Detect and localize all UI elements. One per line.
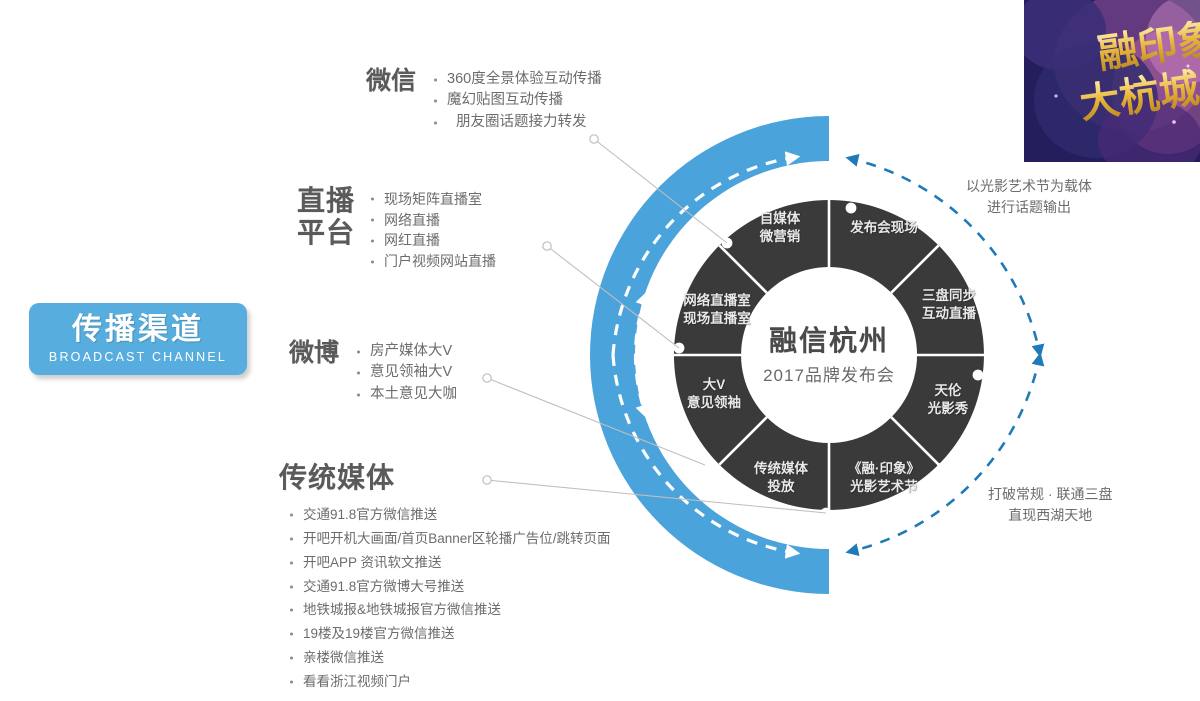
list-item: 19楼及19楼官方微信推送 xyxy=(288,622,611,646)
list-item: 360度全景体验互动传播 xyxy=(432,69,602,90)
list-item: 看看浙江视频门户 xyxy=(288,670,611,694)
channel-live-platform: 直播 平台 现场矩阵直播室 网络直播 网红直播 门户视频网站直播 xyxy=(297,185,496,272)
event-logo: 融印象 大杭城 xyxy=(1024,0,1200,162)
broadcast-channel-badge: 传播渠道 BROADCAST CHANNEL xyxy=(29,303,247,375)
channel-live-title-line2: 平台 xyxy=(297,217,356,249)
white-dashed-flow-arrows xyxy=(611,151,801,559)
list-item: 网红直播 xyxy=(369,230,496,251)
channel-weibo: 微博 房产媒体大V 意见领袖大V 本土意见大咖 xyxy=(289,337,457,405)
channel-live-platform-title: 直播 平台 xyxy=(297,185,355,250)
channel-wechat-title: 微信 xyxy=(366,67,417,95)
list-item: 朋友圈话题接力转发 xyxy=(432,112,602,133)
channel-wechat-list: 360度全景体验互动传播 魔幻贴图互动传播 朋友圈话题接力转发 xyxy=(432,63,602,133)
channel-traditional-media-list: 交通91.8官方微信推送 开吧开机大画面/首页Banner区轮播广告位/跳转页面… xyxy=(279,503,611,693)
list-item: 开吧APP 资讯软文推送 xyxy=(288,551,611,575)
badge-title-en: BROADCAST CHANNEL xyxy=(48,349,228,364)
list-item: 交通91.8官方微博大号推送 xyxy=(288,575,611,599)
connector-end-dots xyxy=(482,134,599,485)
list-item: 亲楼微信推送 xyxy=(288,646,611,670)
list-item: 门户视频网站直播 xyxy=(369,251,496,272)
list-item: 交通91.8官方微信推送 xyxy=(288,503,611,527)
list-item: 开吧开机大画面/首页Banner区轮播广告位/跳转页面 xyxy=(288,527,611,551)
channel-traditional-media-title: 传统媒体 xyxy=(279,462,396,493)
connector-lines xyxy=(486,138,827,514)
list-item: 意见领袖大V xyxy=(355,362,457,383)
donut-ring xyxy=(673,200,984,510)
list-item: 房产媒体大V xyxy=(355,341,457,362)
blue-dashed-flow-arrows xyxy=(845,153,1045,557)
badge-title-cn: 传播渠道 xyxy=(72,313,204,347)
channel-live-platform-list: 现场矩阵直播室 网络直播 网红直播 门户视频网站直播 xyxy=(369,185,496,272)
list-item: 地铁城报&地铁城报官方微信推送 xyxy=(288,598,611,622)
channel-traditional-media: 传统媒体 交通91.8官方微信推送 开吧开机大画面/首页Banner区轮播广告位… xyxy=(279,462,611,693)
channel-wechat: 微信 360度全景体验互动传播 魔幻贴图互动传播 朋友圈话题接力转发 xyxy=(366,63,602,133)
channel-weibo-title: 微博 xyxy=(289,339,340,367)
blue-outer-arc xyxy=(590,116,829,594)
list-item: 本土意见大咖 xyxy=(355,384,457,405)
list-item: 魔幻贴图互动传播 xyxy=(432,90,602,111)
list-item: 网络直播 xyxy=(369,210,496,231)
channel-weibo-list: 房产媒体大V 意见领袖大V 本土意见大咖 xyxy=(355,337,457,405)
list-item: 现场矩阵直播室 xyxy=(369,189,496,210)
channel-live-title-line1: 直播 xyxy=(297,185,356,216)
